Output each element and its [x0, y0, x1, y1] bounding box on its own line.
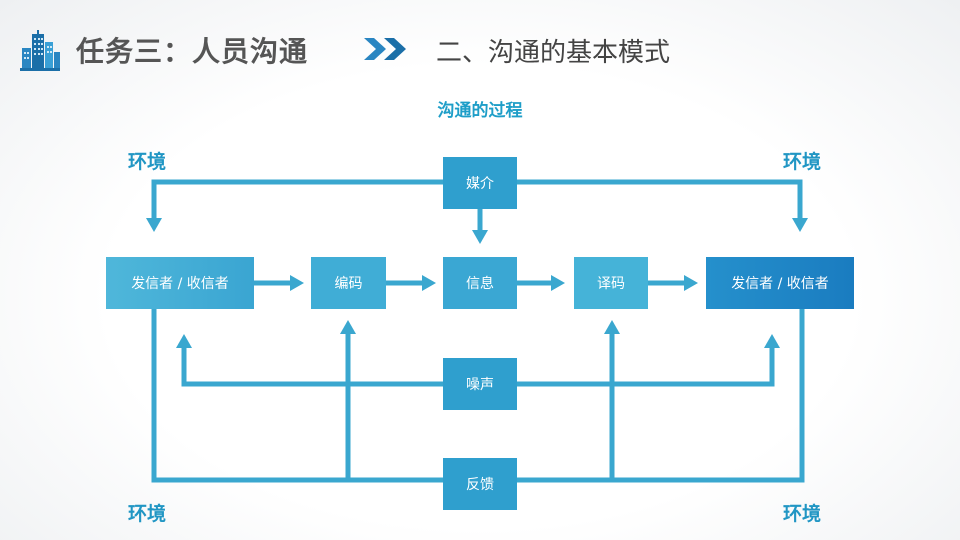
feedback-loop-line-right [517, 309, 805, 483]
node-message: 信息 [443, 257, 517, 309]
arrowhead [340, 320, 356, 334]
node-encode: 编码 [311, 257, 386, 309]
environment-label-top-left: 环境 [128, 151, 167, 173]
double-chevron-right-icon [364, 38, 406, 60]
arrowhead [551, 275, 565, 291]
city-buildings-icon [20, 30, 60, 71]
environment-label-bottom-left: 环境 [128, 503, 167, 525]
feedback-loop-line [151, 309, 443, 483]
arrowhead [764, 334, 780, 348]
arrowhead [146, 218, 162, 232]
node-medium: 媒介 [443, 157, 517, 209]
environment-label-bottom-right: 环境 [783, 503, 822, 525]
node-sender-receiver-left: 发信者 / 收信者 [106, 257, 254, 309]
section-subtitle: 二、沟通的基本模式 [436, 38, 671, 68]
arrowhead [176, 334, 192, 348]
arrowhead [684, 275, 698, 291]
arrowhead [472, 230, 488, 244]
node-noise: 噪声 [443, 358, 517, 410]
page-title: 任务三：人员沟通 [76, 35, 309, 68]
noise-loop-line [181, 346, 443, 387]
diagram-title: 沟通的过程 [437, 101, 523, 121]
arrowhead [604, 320, 620, 334]
noise-loop-line-right [517, 346, 775, 387]
arrowhead [290, 275, 304, 291]
arrowhead [792, 218, 808, 232]
environment-label-top-right: 环境 [783, 151, 822, 173]
arrowhead [422, 275, 436, 291]
medium-loop-line-right [517, 179, 803, 218]
node-decode: 译码 [574, 257, 648, 309]
node-feedback: 反馈 [443, 458, 517, 510]
medium-loop-line [151, 179, 443, 218]
node-sender-receiver-right: 发信者 / 收信者 [706, 257, 854, 309]
